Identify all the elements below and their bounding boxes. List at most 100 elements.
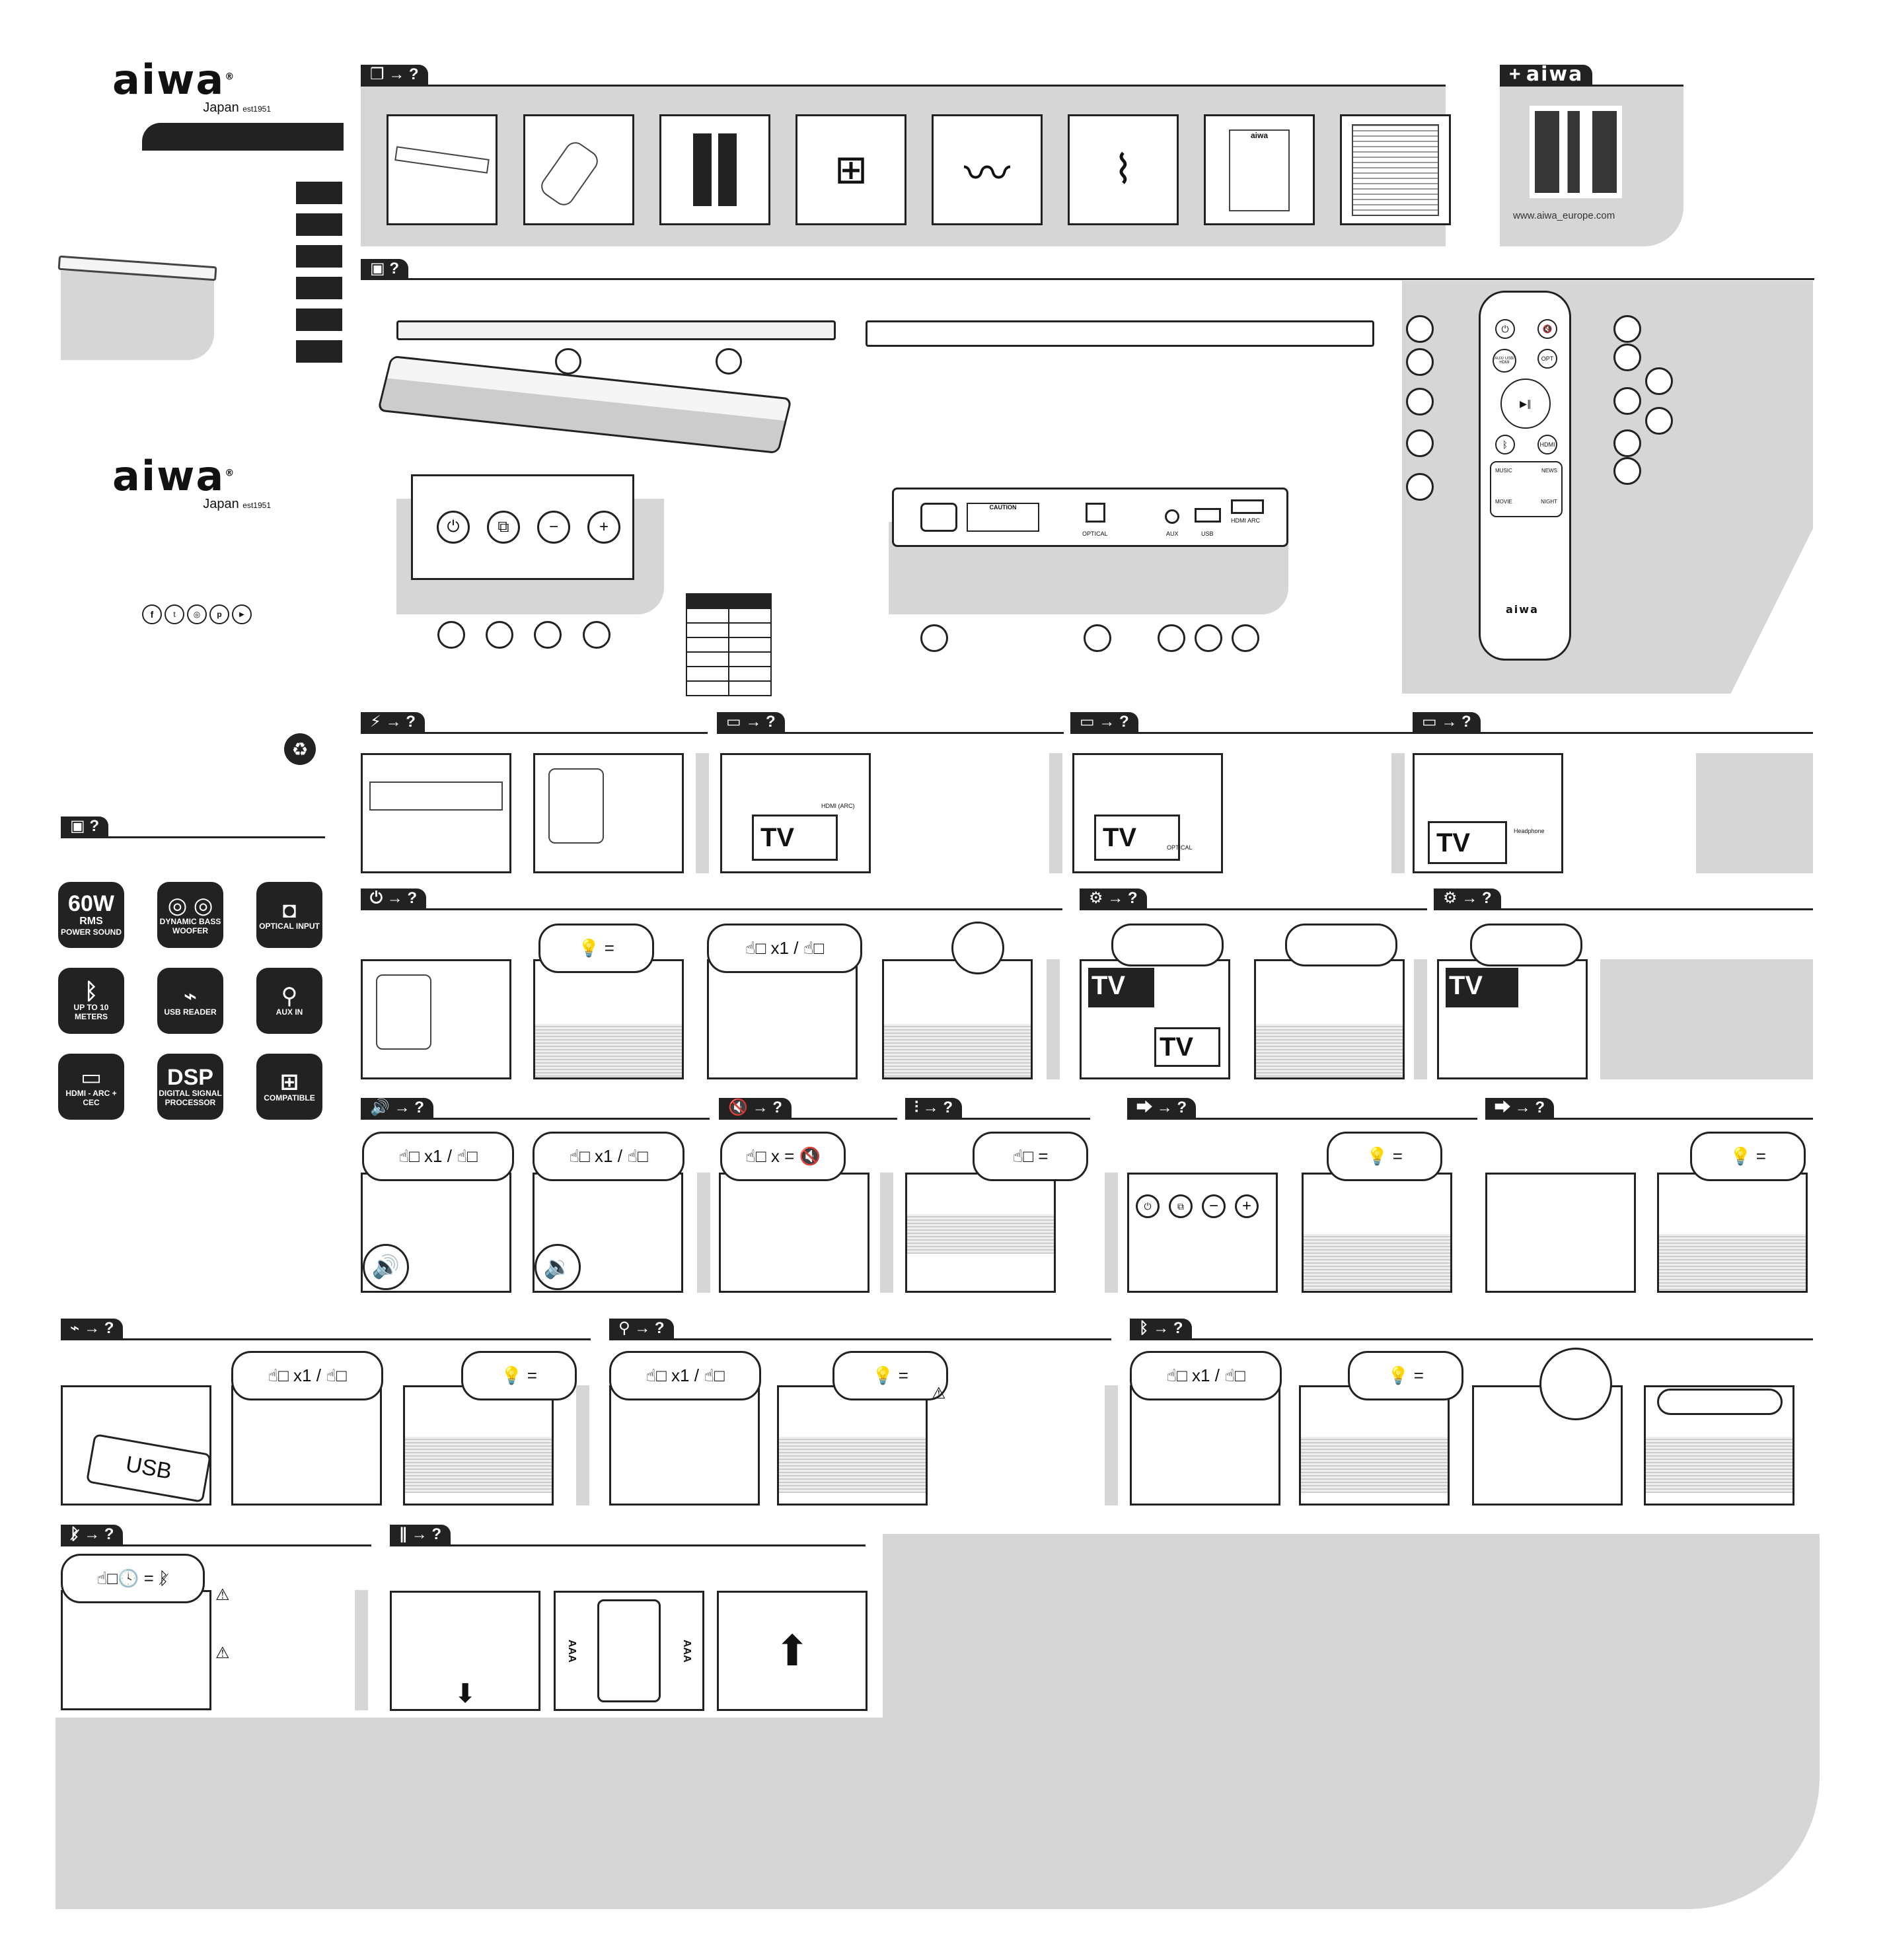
facebook-icon[interactable]: f <box>142 604 162 624</box>
language-tab-2[interactable] <box>296 213 342 236</box>
aux-icon: ⚲ <box>618 1319 630 1337</box>
remote-night-button[interactable]: NIGHT <box>1541 499 1557 505</box>
website-url[interactable]: www.aiwa_europe.com <box>1513 210 1615 221</box>
mute-bubble: ☝□ x = 🔇 <box>720 1132 846 1181</box>
language-tab-1[interactable] <box>296 182 342 204</box>
remote-control: ⏻ 🔇 AUX/ USB/ HDMI OPT ▶∥ ᛒ HDMI MUSIC N… <box>1479 291 1571 661</box>
language-tab-5[interactable] <box>296 309 342 331</box>
power-on-bubble-2: ☝□ x1 / ☝□ <box>707 924 862 973</box>
source1-bubble: 💡 = <box>1327 1132 1442 1181</box>
remote-logo: aiwa <box>1506 603 1539 616</box>
tv-remote-off-bubble <box>1470 924 1582 966</box>
remote-music-button[interactable]: MUSIC <box>1495 468 1512 474</box>
rear-panel: CAUTION OPTICAL AUX USB HDMI ARC <box>892 488 1288 547</box>
power-on-step-4 <box>882 959 1033 1079</box>
dsp-icon: DSP <box>167 1064 213 1090</box>
tv-label-2: TV <box>1103 823 1137 852</box>
remote-power-button[interactable]: ⏻ <box>1495 319 1515 339</box>
remote-dpad[interactable]: ▶∥ <box>1500 379 1551 429</box>
volume-down-button[interactable]: − <box>537 511 570 544</box>
title-bar <box>142 123 344 151</box>
hdmi-step: TV HDMI (ARC) <box>720 753 871 873</box>
bottom-notes-area <box>883 1534 1820 1719</box>
callout-button-4 <box>583 621 610 649</box>
remote-callout-l5 <box>1406 473 1434 501</box>
bt-rule <box>1130 1338 1813 1340</box>
item-wall-mount: ⊞ <box>795 114 906 225</box>
hdmi-port-label: HDMI ARC <box>1231 517 1261 524</box>
led-table-row <box>686 622 772 638</box>
soundbar-rear-view <box>866 320 1374 347</box>
ac-socket[interactable] <box>920 503 957 532</box>
callout-top-2 <box>716 348 742 375</box>
optical-port[interactable] <box>1086 503 1105 523</box>
settings-off-icon: ⚙ <box>1443 889 1458 907</box>
tv-label-4: TV <box>1091 971 1126 1000</box>
usb-port[interactable] <box>1195 508 1221 523</box>
plug-icon: ⚡ <box>370 713 381 731</box>
battery-header: ∥ → ? <box>390 1525 451 1544</box>
led-table-row <box>686 651 772 667</box>
led-table-row <box>686 637 772 653</box>
item-manual: aiwa <box>1204 114 1315 225</box>
usb-step-1: USB <box>61 1385 212 1506</box>
package-icon: ❒ <box>370 65 385 83</box>
language-tab-4[interactable] <box>296 277 342 299</box>
remote-aux-button[interactable]: AUX/ USB/ HDMI <box>1493 349 1516 373</box>
battery-step-2: AAA AAA <box>554 1591 704 1711</box>
source1-rule <box>1127 1118 1477 1120</box>
eq-rule <box>905 1118 1090 1120</box>
remote-mute-button[interactable]: 🔇 <box>1537 319 1557 339</box>
item-batteries <box>659 114 770 225</box>
os-icon: ⊞ <box>279 1069 299 1095</box>
remote-callout-r5 <box>1645 407 1673 435</box>
twitter-icon[interactable]: t <box>165 604 184 624</box>
bt-step-2 <box>1299 1385 1450 1506</box>
source2-rule <box>1485 1118 1813 1120</box>
hdmi-port[interactable] <box>1231 499 1264 514</box>
tv-remote-bubble-2 <box>1285 924 1397 966</box>
bt-off-warning-1: ⚠ <box>215 1586 230 1604</box>
volume-up-button[interactable]: + <box>587 511 620 544</box>
source-button[interactable]: ⧉ <box>487 511 520 544</box>
remote-news-button[interactable]: NEWS <box>1541 468 1557 474</box>
aux-gray-box <box>1696 753 1813 873</box>
bluetooth-off-icon: ᛒ̸ <box>70 1525 80 1543</box>
tv-remote-off-divider <box>1414 959 1427 1079</box>
callout-rear-4 <box>1195 624 1222 652</box>
volume-rule <box>361 1118 710 1120</box>
language-tab-3[interactable] <box>296 245 342 268</box>
aux-port[interactable] <box>1165 509 1179 524</box>
remote-bt-button[interactable]: ᛒ <box>1495 435 1515 454</box>
tv-remote-off-step: TV <box>1437 959 1588 1079</box>
remote-callout-l3 <box>1406 388 1434 416</box>
remote-hdmi-button[interactable]: HDMI <box>1537 435 1557 454</box>
pinterest-icon[interactable]: p <box>209 604 229 624</box>
source1-step-2 <box>1302 1173 1452 1293</box>
aux-rule <box>609 1338 1111 1340</box>
overview-header: ▣ ? <box>361 259 409 279</box>
aux-input-step-1 <box>609 1385 760 1506</box>
feature-hdmi: ▭HDMI - ARC + CEC <box>58 1054 124 1120</box>
qr-code[interactable] <box>1530 106 1622 198</box>
aux-bubble-1: ☝□ x1 / ☝□ <box>609 1351 761 1400</box>
hdmi-icon: ▭ <box>80 1064 102 1090</box>
remote-movie-button[interactable]: MOVIE <box>1495 499 1512 505</box>
woofer-icon: ◎ ◎ <box>167 892 213 918</box>
remote-callout-r1 <box>1613 315 1641 343</box>
power-on-header: ⏻ → ? <box>361 889 426 908</box>
instagram-icon[interactable]: ◎ <box>187 604 207 624</box>
remote-opt-button[interactable]: OPT <box>1537 349 1557 369</box>
callout-rear-5 <box>1232 624 1259 652</box>
power-button[interactable]: ⏻ <box>437 511 470 544</box>
feature-aux: ⚲AUX IN <box>256 968 322 1034</box>
hdmi-connect-rule <box>717 732 1064 734</box>
led-table-row <box>686 593 772 609</box>
feature-os: ⊞COMPATIBLE <box>256 1054 322 1120</box>
usb-step-2 <box>231 1385 382 1506</box>
language-tab-6[interactable] <box>296 340 342 363</box>
battery-step-3: ⬆ <box>717 1591 868 1711</box>
youtube-icon[interactable]: ▶ <box>232 604 252 624</box>
volume-bubble-1: ☝□ x1 / ☝□ <box>362 1132 514 1181</box>
